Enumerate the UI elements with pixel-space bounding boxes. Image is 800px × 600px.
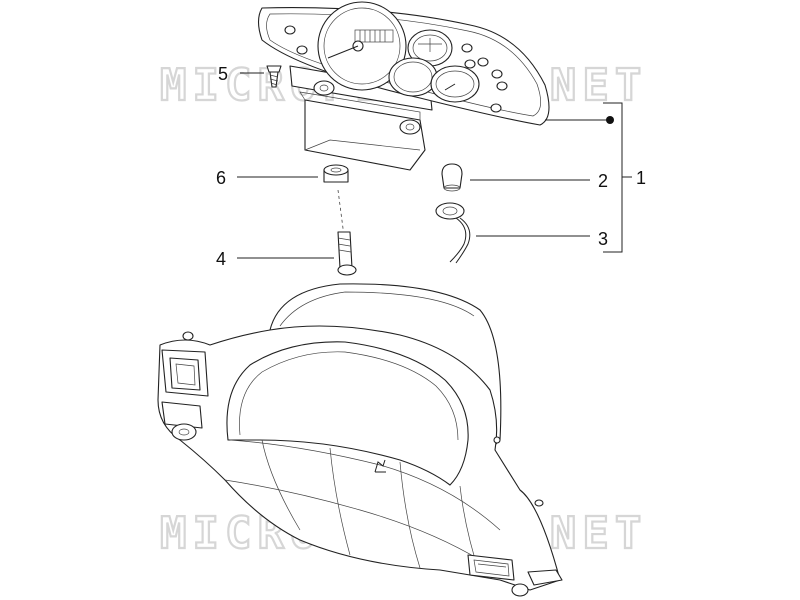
warning-light — [296, 45, 308, 55]
cover-center-opening — [226, 341, 469, 486]
warning-light — [464, 59, 476, 69]
callout-5: 5 — [218, 64, 228, 84]
indicator-ring — [388, 57, 438, 97]
warning-light — [490, 103, 502, 113]
warning-light — [491, 69, 503, 79]
right-mount-boss — [511, 583, 529, 597]
bulb-socket-part-3 — [435, 202, 471, 264]
callout-6: 6 — [216, 168, 226, 188]
right-switch-housing — [467, 554, 515, 581]
left-switch-button[interactable] — [169, 357, 201, 391]
leader-dot — [606, 116, 614, 124]
warning-light — [496, 81, 508, 91]
bulb-part-2 — [441, 163, 463, 192]
warning-light — [461, 43, 473, 53]
callout-1: 1 — [636, 168, 646, 188]
instrument-cluster — [257, 1, 550, 171]
right-screw-hole — [534, 499, 544, 507]
left-mount-boss — [171, 423, 197, 441]
right-lever-stub — [527, 569, 563, 586]
callout-3: 3 — [598, 229, 608, 249]
left-lower-switch[interactable] — [161, 401, 203, 429]
screw-part-5 — [266, 65, 282, 88]
cluster-housing-block — [304, 99, 426, 171]
bolt-part-4 — [337, 231, 357, 276]
left-top-screw-hole — [182, 331, 194, 341]
warning-light — [284, 25, 296, 35]
boss-left — [313, 80, 335, 96]
callout-2: 2 — [598, 171, 608, 191]
spacer-part-6 — [323, 164, 349, 183]
right-upper-screw-hole — [493, 436, 501, 444]
leader-lines — [237, 72, 632, 259]
handlebar-cover — [157, 283, 563, 597]
warning-light — [477, 57, 489, 67]
callout-4: 4 — [216, 249, 226, 269]
boss-right — [399, 119, 421, 135]
